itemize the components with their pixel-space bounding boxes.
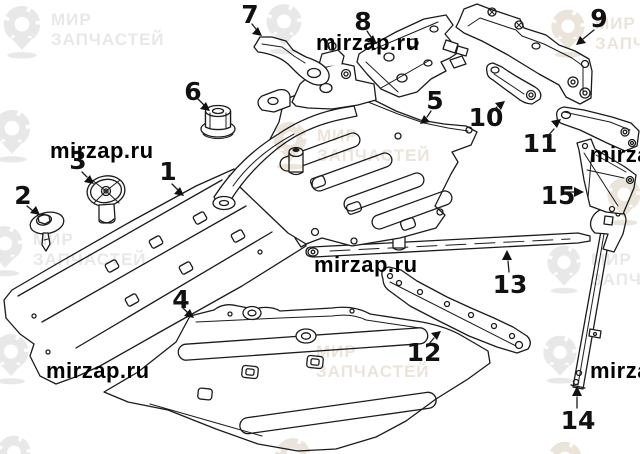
callout-13[interactable]: 13: [493, 250, 528, 299]
part-9-sill-panel: [455, 3, 593, 105]
callout-8-label: 8: [354, 7, 371, 36]
callout-1[interactable]: 1: [159, 157, 184, 196]
callout-12-label: 12: [407, 338, 442, 367]
callout-5[interactable]: 5: [420, 86, 444, 124]
callout-4-label: 4: [172, 285, 189, 314]
part-4-underfloor-panel-rear: [103, 304, 491, 452]
callout-10[interactable]: 10: [469, 101, 505, 132]
callout-7[interactable]: 7: [241, 0, 262, 36]
callout-1-label: 1: [159, 157, 176, 186]
part-10-bracket: [485, 62, 542, 105]
part-7-support-arm: [253, 36, 330, 86]
callout-15-label: 15: [541, 181, 576, 210]
callout-14-label: 14: [561, 406, 596, 435]
callout-15[interactable]: 15: [541, 181, 584, 210]
callout-9[interactable]: 9: [576, 4, 608, 45]
callout-2[interactable]: 2: [14, 181, 40, 215]
callout-13-label: 13: [493, 270, 528, 299]
part-6-flange-nut: [200, 104, 236, 140]
callout-9-label: 9: [590, 4, 607, 33]
callout-11-label: 11: [523, 129, 558, 158]
callout-3-label: 3: [69, 146, 86, 175]
part-11-support-bracket: [556, 106, 640, 152]
callout-10-label: 10: [469, 103, 504, 132]
callout-2-label: 2: [14, 181, 31, 210]
part-2-expanding-rivet: [29, 211, 65, 252]
callout-7-label: 7: [241, 0, 258, 29]
part-1-underfloor-side-panel: [3, 168, 307, 385]
callout-11[interactable]: 11: [523, 119, 561, 158]
part-12-side-member-bracket: [381, 266, 531, 354]
callout-6-label: 6: [184, 77, 201, 106]
callout-4[interactable]: 4: [172, 285, 194, 318]
callout-5-label: 5: [426, 86, 443, 115]
callout-3[interactable]: 3: [69, 146, 94, 184]
part-8-heat-shield: [356, 14, 469, 98]
callout-14[interactable]: 14: [561, 386, 596, 435]
callout-6[interactable]: 6: [184, 77, 210, 111]
callout-12[interactable]: 12: [407, 331, 442, 367]
part-3-grommet-fastener: [86, 175, 126, 224]
callout-8[interactable]: 8: [354, 7, 377, 44]
